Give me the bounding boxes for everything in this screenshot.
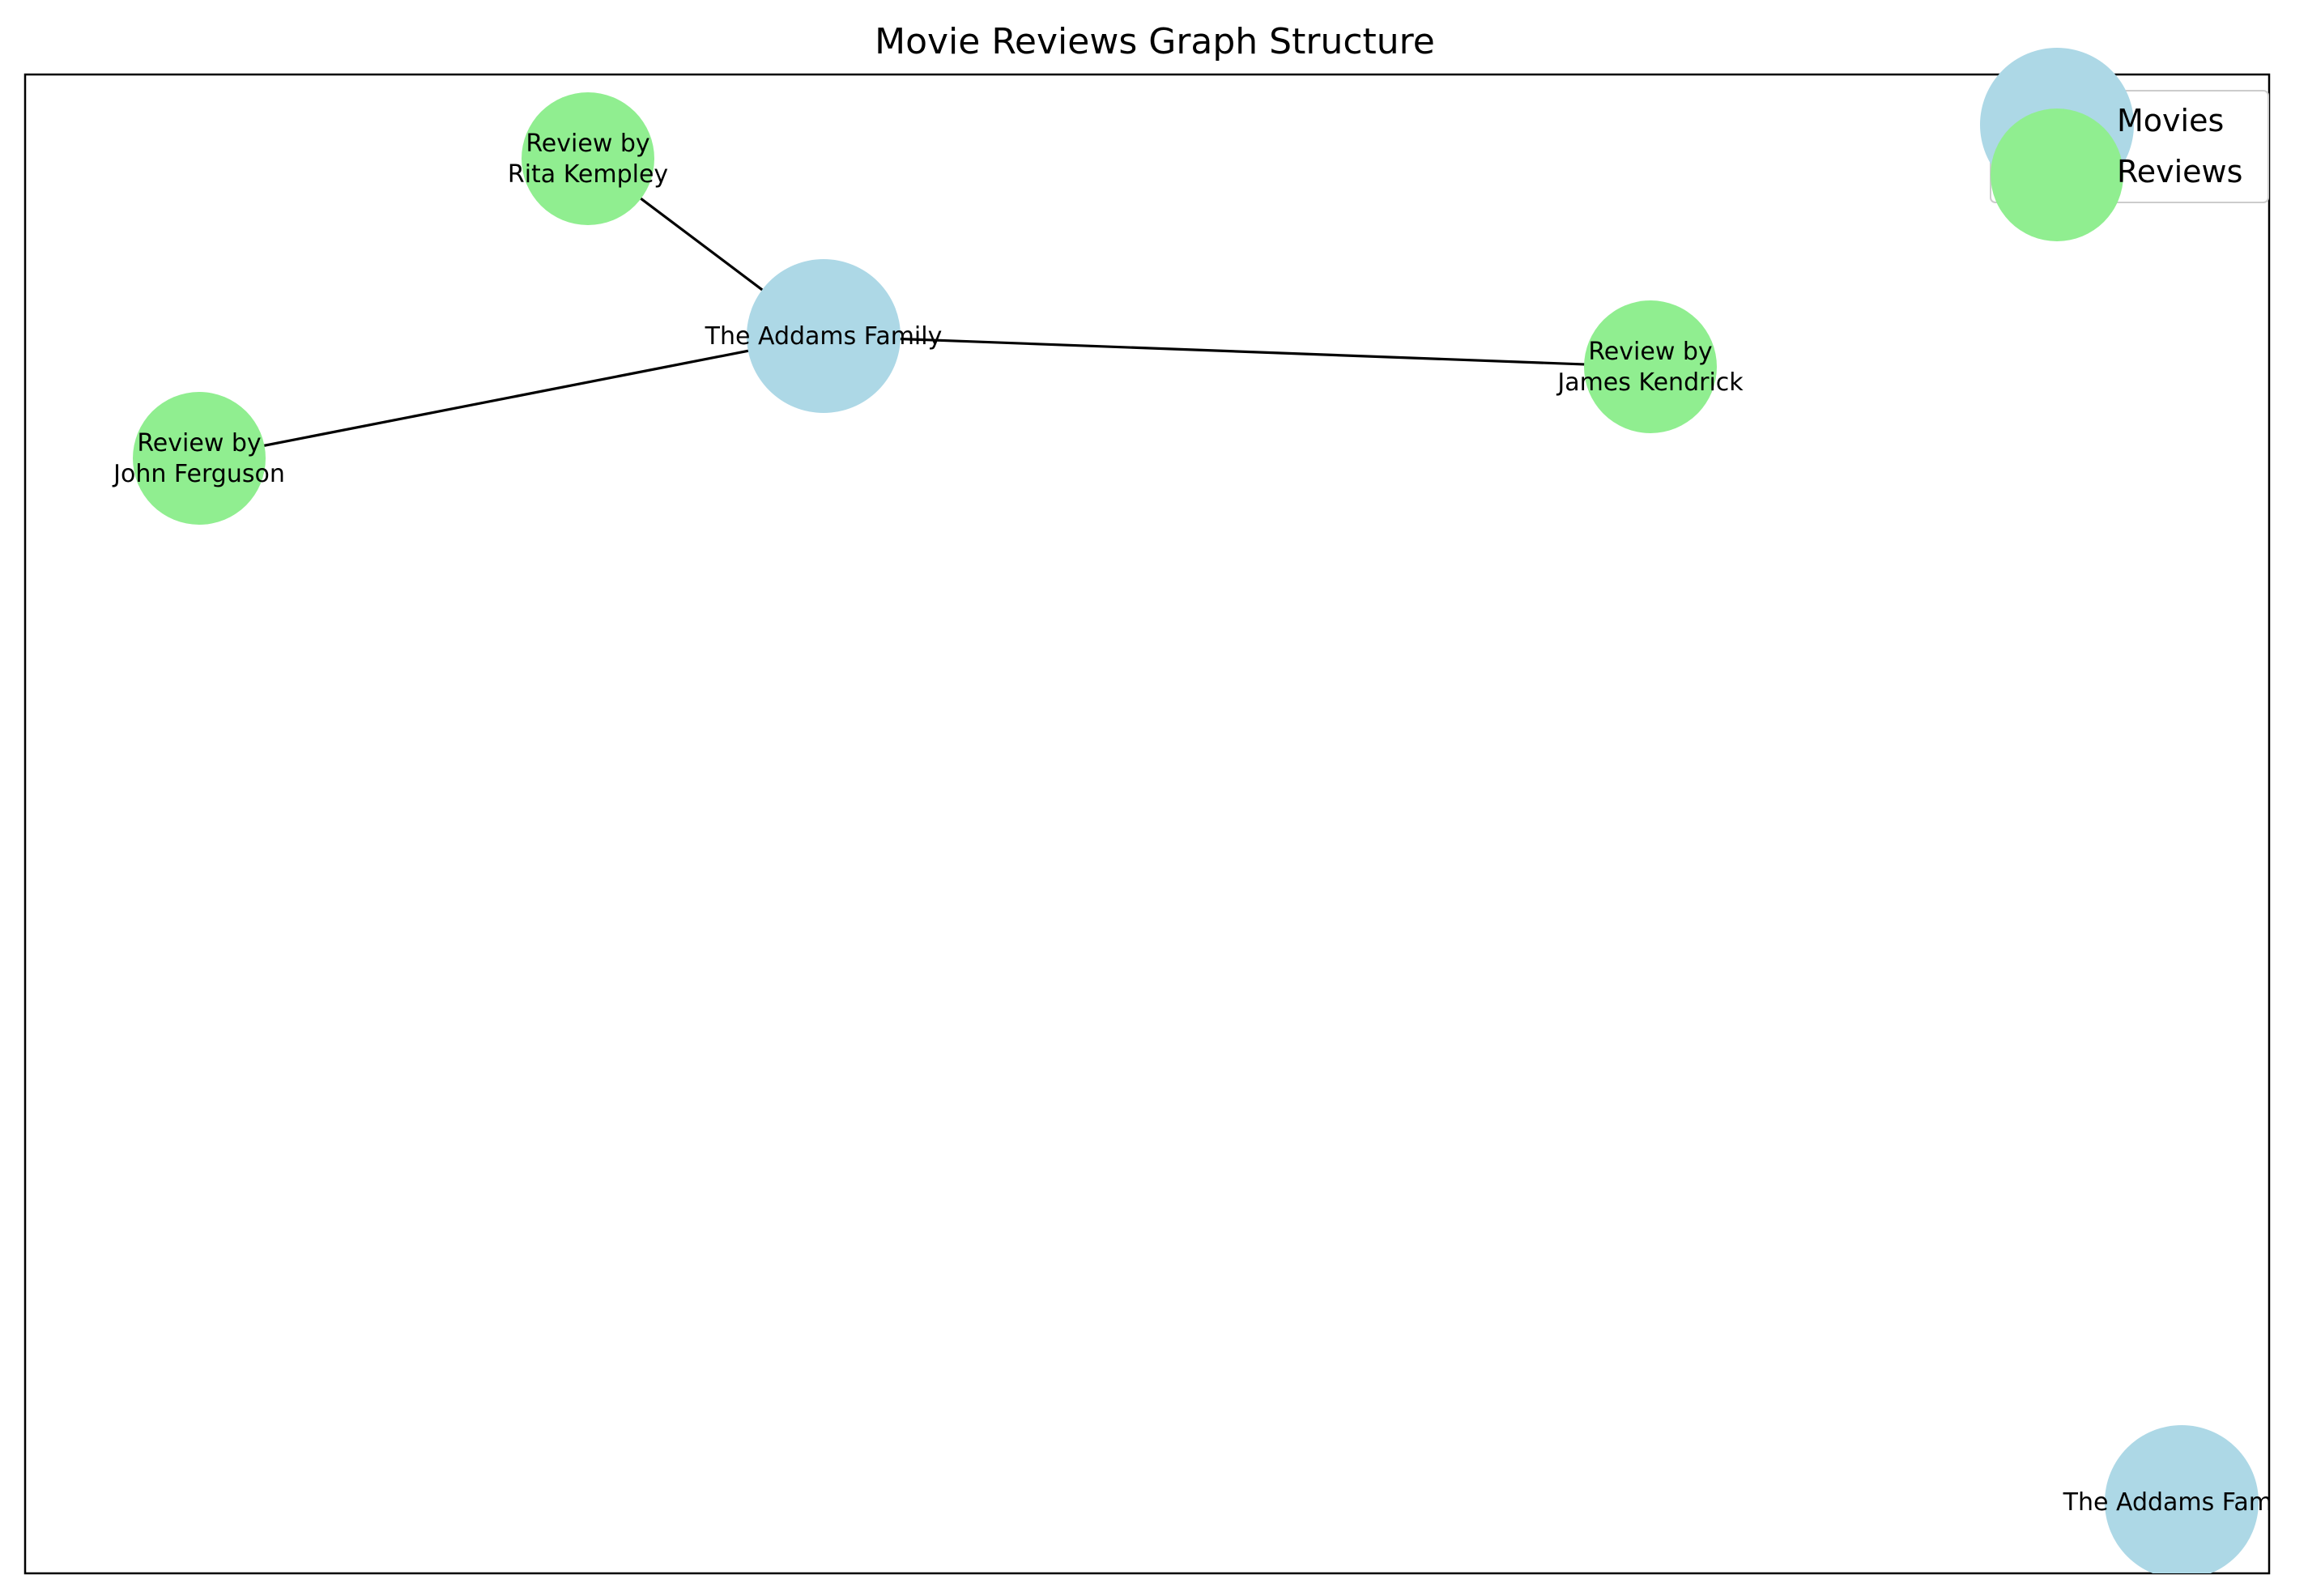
plot-frame [23,73,2271,1575]
legend-reviews-label: Reviews [2117,154,2242,189]
review-node-circle [522,92,654,225]
movie-node-circle [747,259,901,413]
legend-reviews-swatch [1991,109,2123,241]
node-label-line: James Kendrick [1556,368,1744,397]
legend-movies-label: Movies [2117,103,2224,138]
legend: Movies Reviews [1980,48,2269,241]
node-label-line: The Addams Family [2063,1488,2301,1517]
node-movie_isolated: The Addams Family [2063,1425,2301,1573]
node-label-line: Review by [137,429,261,458]
review-node-circle [133,392,266,525]
node-label-line: The Addams Family [705,322,943,351]
node-label-line: John Ferguson [112,460,285,488]
movie-node-label: The Addams Family [705,322,943,351]
node-label-line: Rita Kempley [508,160,668,189]
node-movie_main: The Addams Family [705,259,943,413]
review-node-circle [1584,300,1717,433]
node-label-line: Review by [1588,338,1712,366]
movie-node-circle [2105,1425,2259,1573]
node-label-line: Review by [526,130,649,158]
chart-title: Movie Reviews Graph Structure [875,21,1435,62]
movie-node-label: The Addams Family [2063,1488,2301,1517]
edge-movie_main-review_james [823,334,1651,368]
edge-movie_main-review_john [198,334,824,460]
